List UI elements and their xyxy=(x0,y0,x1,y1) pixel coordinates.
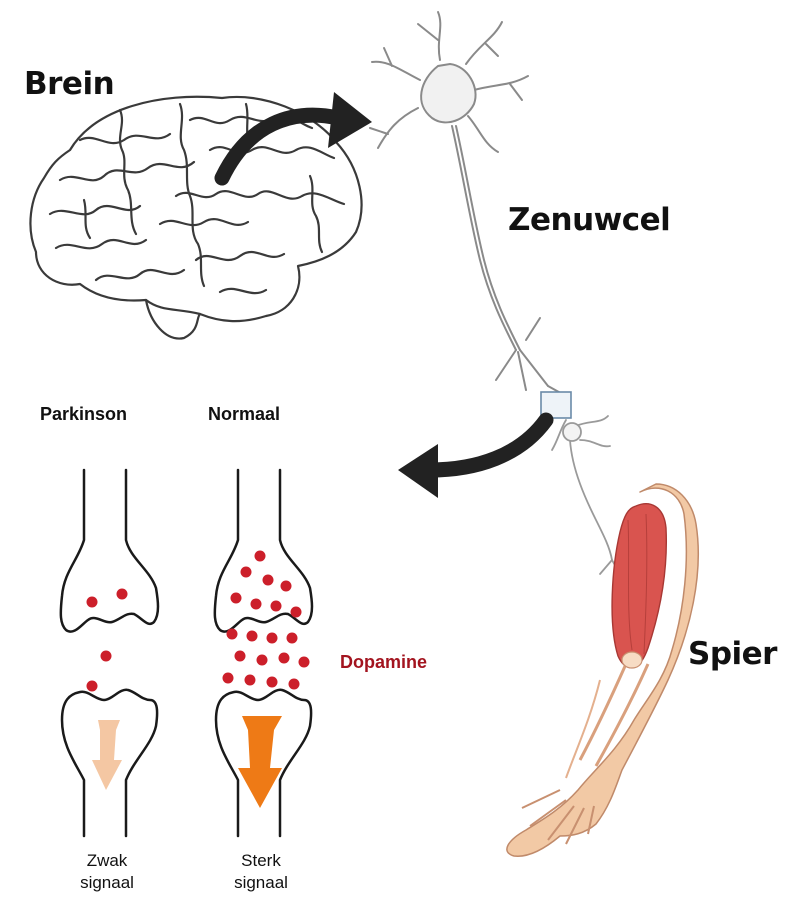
dopamine-particle xyxy=(227,629,238,640)
parkinson-presynaptic-terminal xyxy=(61,470,158,632)
dopamine-particle xyxy=(87,681,98,692)
dopamine-particle xyxy=(257,655,268,666)
nerve-cell-label: Zenuwcel xyxy=(508,202,670,238)
dopamine-particle xyxy=(101,651,112,662)
synapse-parkinson xyxy=(61,470,158,836)
dopamine-particle xyxy=(241,567,252,578)
dopamine-particle xyxy=(289,679,300,690)
dopamine-particle xyxy=(267,677,278,688)
strong-signal-line-2: signaal xyxy=(216,872,306,894)
synapse-to-detail-arrow xyxy=(398,420,546,498)
arm-illustration xyxy=(507,484,698,856)
weak-signal-label: Zwak signaal xyxy=(62,850,152,894)
dopamine-particle xyxy=(281,581,292,592)
dopamine-label: Dopamine xyxy=(340,652,427,673)
normal-label: Normaal xyxy=(208,404,280,425)
second-neuron-illustration xyxy=(552,416,622,578)
strong-signal-label: Sterk signaal xyxy=(216,850,306,894)
weak-signal-line-1: Zwak xyxy=(62,850,152,872)
weak-signal-arrow xyxy=(92,720,122,790)
dopamine-particle xyxy=(87,597,98,608)
brain-label: Brein xyxy=(24,66,114,102)
weak-signal-line-2: signaal xyxy=(62,872,152,894)
strong-signal-line-1: Sterk xyxy=(216,850,306,872)
brain-illustration xyxy=(30,97,361,339)
dopamine-particle xyxy=(271,601,282,612)
dopamine-particle xyxy=(299,657,310,668)
strong-signal-arrow xyxy=(238,716,282,808)
dopamine-particle xyxy=(245,675,256,686)
dopamine-particle xyxy=(255,551,266,562)
dopamine-particle xyxy=(267,633,278,644)
dopamine-particle xyxy=(263,575,274,586)
dopamine-particle xyxy=(287,633,298,644)
synapse-normal xyxy=(215,470,312,836)
dopamine-particle xyxy=(223,673,234,684)
dopamine-particle xyxy=(279,653,290,664)
dopamine-particle xyxy=(117,589,128,600)
dopamine-particle xyxy=(231,593,242,604)
dopamine-particle xyxy=(235,651,246,662)
parkinson-label: Parkinson xyxy=(40,404,127,425)
dopamine-particle xyxy=(251,599,262,610)
muscle-label: Spier xyxy=(688,636,777,672)
dopamine-particle xyxy=(291,607,302,618)
brain-to-neuron-arrow xyxy=(222,92,372,178)
dopamine-particle xyxy=(247,631,258,642)
